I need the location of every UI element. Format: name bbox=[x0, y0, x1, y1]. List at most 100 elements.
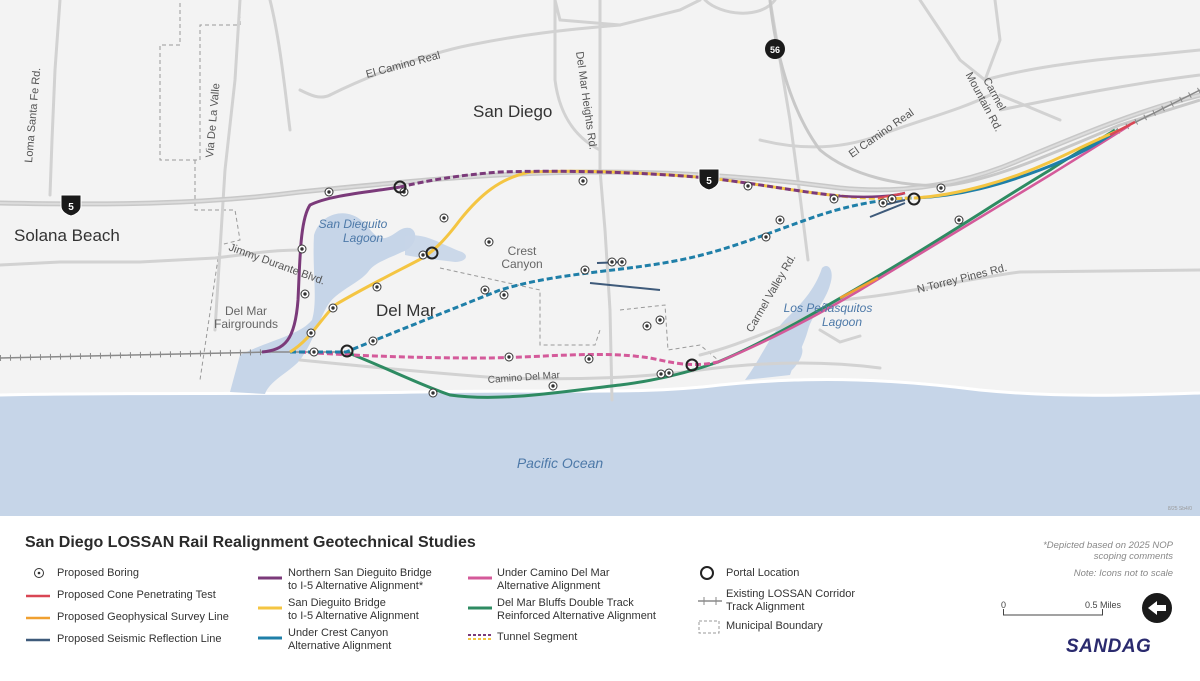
pacific-ocean-area bbox=[0, 379, 1200, 516]
boring-point bbox=[504, 352, 514, 362]
geophysical-line bbox=[839, 276, 879, 300]
note-depicted: *Depicted based on 2025 NOP scoping comm… bbox=[1043, 540, 1173, 562]
boring-point bbox=[306, 328, 316, 338]
legend-title: San Diego LOSSAN Rail Realignment Geotec… bbox=[25, 534, 476, 551]
legend-bluffs: Del Mar Bluffs Double Track Reinforced A… bbox=[497, 597, 656, 622]
boring-point bbox=[499, 290, 509, 300]
boring-symbol-icon bbox=[34, 568, 44, 578]
label-pacific-ocean: Pacific Ocean bbox=[517, 455, 604, 471]
svg-text:56: 56 bbox=[770, 45, 780, 55]
boring-point bbox=[584, 354, 594, 364]
boring-point bbox=[642, 321, 652, 331]
sandag-logo: SANDAG bbox=[1066, 636, 1152, 657]
existing-track-icon bbox=[698, 597, 722, 605]
boring-point bbox=[548, 381, 558, 391]
boring-point bbox=[418, 250, 428, 260]
label-san-diego: San Diego bbox=[473, 102, 552, 121]
legend-camino: Under Camino Del Mar Alternative Alignme… bbox=[497, 567, 610, 592]
portal-location bbox=[393, 180, 407, 194]
boring-point bbox=[655, 315, 665, 325]
northern-bridge-line-icon bbox=[258, 576, 282, 580]
geophysical-line-icon bbox=[26, 616, 50, 620]
north-arrow-icon bbox=[1142, 593, 1172, 623]
coastline bbox=[0, 378, 1200, 397]
seismic-line-icon bbox=[26, 638, 50, 642]
sd-bridge-line-icon bbox=[258, 606, 282, 610]
boring-point bbox=[309, 347, 319, 357]
boring-point bbox=[428, 388, 438, 398]
map-canvas: 5 5 56 San Diego Solana Beach Del Mar Cr… bbox=[0, 0, 1200, 516]
legend-geophysical: Proposed Geophysical Survey Line bbox=[57, 611, 229, 623]
boring-point bbox=[484, 237, 494, 247]
boring-point bbox=[656, 369, 666, 379]
boring-point bbox=[372, 282, 382, 292]
map-credit: 8/25 Sb4/0 bbox=[1168, 506, 1192, 512]
road-network bbox=[0, 0, 1200, 402]
portal-location bbox=[907, 192, 921, 206]
boring-point bbox=[324, 187, 334, 197]
legend-tunnel: Tunnel Segment bbox=[497, 631, 578, 643]
camino-line-icon bbox=[468, 576, 492, 580]
alignment-camino-del-mar-north bbox=[717, 123, 1131, 364]
boring-point bbox=[761, 232, 771, 242]
i5-shield-west: 5 bbox=[60, 194, 82, 217]
portal-location bbox=[425, 246, 439, 260]
alignment-crest-canyon bbox=[290, 196, 916, 354]
cpt-line bbox=[1109, 120, 1136, 137]
bluffs-line-icon bbox=[468, 606, 492, 610]
legend-northern-bridge: Northern San Dieguito Bridge to I-5 Alte… bbox=[288, 567, 432, 592]
boring-point bbox=[878, 198, 888, 208]
portal-symbol-icon bbox=[700, 566, 714, 580]
tunnel-line-icon bbox=[468, 634, 492, 640]
sr56-freeway-2 bbox=[999, 73, 1200, 112]
boring-point bbox=[580, 265, 590, 275]
i5-freeway-inner bbox=[0, 94, 1200, 205]
legend-cpt: Proposed Cone Penetrating Test bbox=[57, 589, 216, 601]
scale-end-label: 0.5 Miles bbox=[1085, 600, 1122, 610]
legend-panel: San Diego LOSSAN Rail Realignment Geotec… bbox=[0, 516, 1200, 681]
crest-canyon-line-icon bbox=[258, 636, 282, 640]
boring-point bbox=[954, 215, 964, 225]
alignment-northern-bridge bbox=[261, 185, 401, 354]
label-camino-del-mar: Camino Del Mar bbox=[487, 370, 561, 386]
scale-bar bbox=[1003, 609, 1103, 616]
alignment-camino-del-mar bbox=[299, 350, 719, 367]
legend-seismic: Proposed Seismic Reflection Line bbox=[57, 633, 222, 645]
municipal-boundary-icon bbox=[698, 620, 720, 634]
sr56-freeway bbox=[768, 0, 1200, 187]
label-del-mar: Del Mar bbox=[376, 301, 436, 320]
boring-point bbox=[887, 194, 897, 204]
cpt-line-icon bbox=[26, 594, 50, 598]
boring-point bbox=[300, 289, 310, 299]
boring-point bbox=[617, 257, 627, 267]
municipal-boundary bbox=[159, 0, 719, 381]
boring-point bbox=[829, 194, 839, 204]
boring-point bbox=[936, 183, 946, 193]
boring-point bbox=[578, 176, 588, 186]
label-solana-beach: Solana Beach bbox=[14, 226, 120, 245]
sr56-shield: 56 bbox=[765, 39, 785, 59]
svg-text:5: 5 bbox=[706, 176, 712, 187]
boring-point bbox=[439, 213, 449, 223]
boring-point bbox=[480, 285, 490, 295]
alignment-northern-bridge-tunnel bbox=[399, 169, 841, 198]
boring-point bbox=[664, 368, 674, 378]
i5-shield-east: 5 bbox=[698, 168, 720, 191]
boring-point bbox=[743, 181, 753, 191]
boring-point bbox=[297, 244, 307, 254]
scale-start-label: 0 bbox=[1001, 600, 1007, 610]
portal-location bbox=[685, 358, 699, 372]
portal-location bbox=[340, 344, 354, 358]
portals bbox=[340, 180, 921, 372]
boring-point bbox=[368, 336, 378, 346]
legend-sd-bridge: San Dieguito Bridge to I-5 Alternative A… bbox=[288, 597, 419, 622]
legend-existing: Existing LOSSAN Corridor Track Alignment bbox=[726, 588, 855, 613]
boring-point bbox=[775, 215, 785, 225]
alignment-sd-bridge-north bbox=[914, 128, 1121, 200]
legend-portal: Portal Location bbox=[726, 567, 800, 579]
note-icons: Note: Icons not to scale bbox=[1073, 568, 1173, 579]
legend-municipal: Municipal Boundary bbox=[726, 620, 823, 632]
